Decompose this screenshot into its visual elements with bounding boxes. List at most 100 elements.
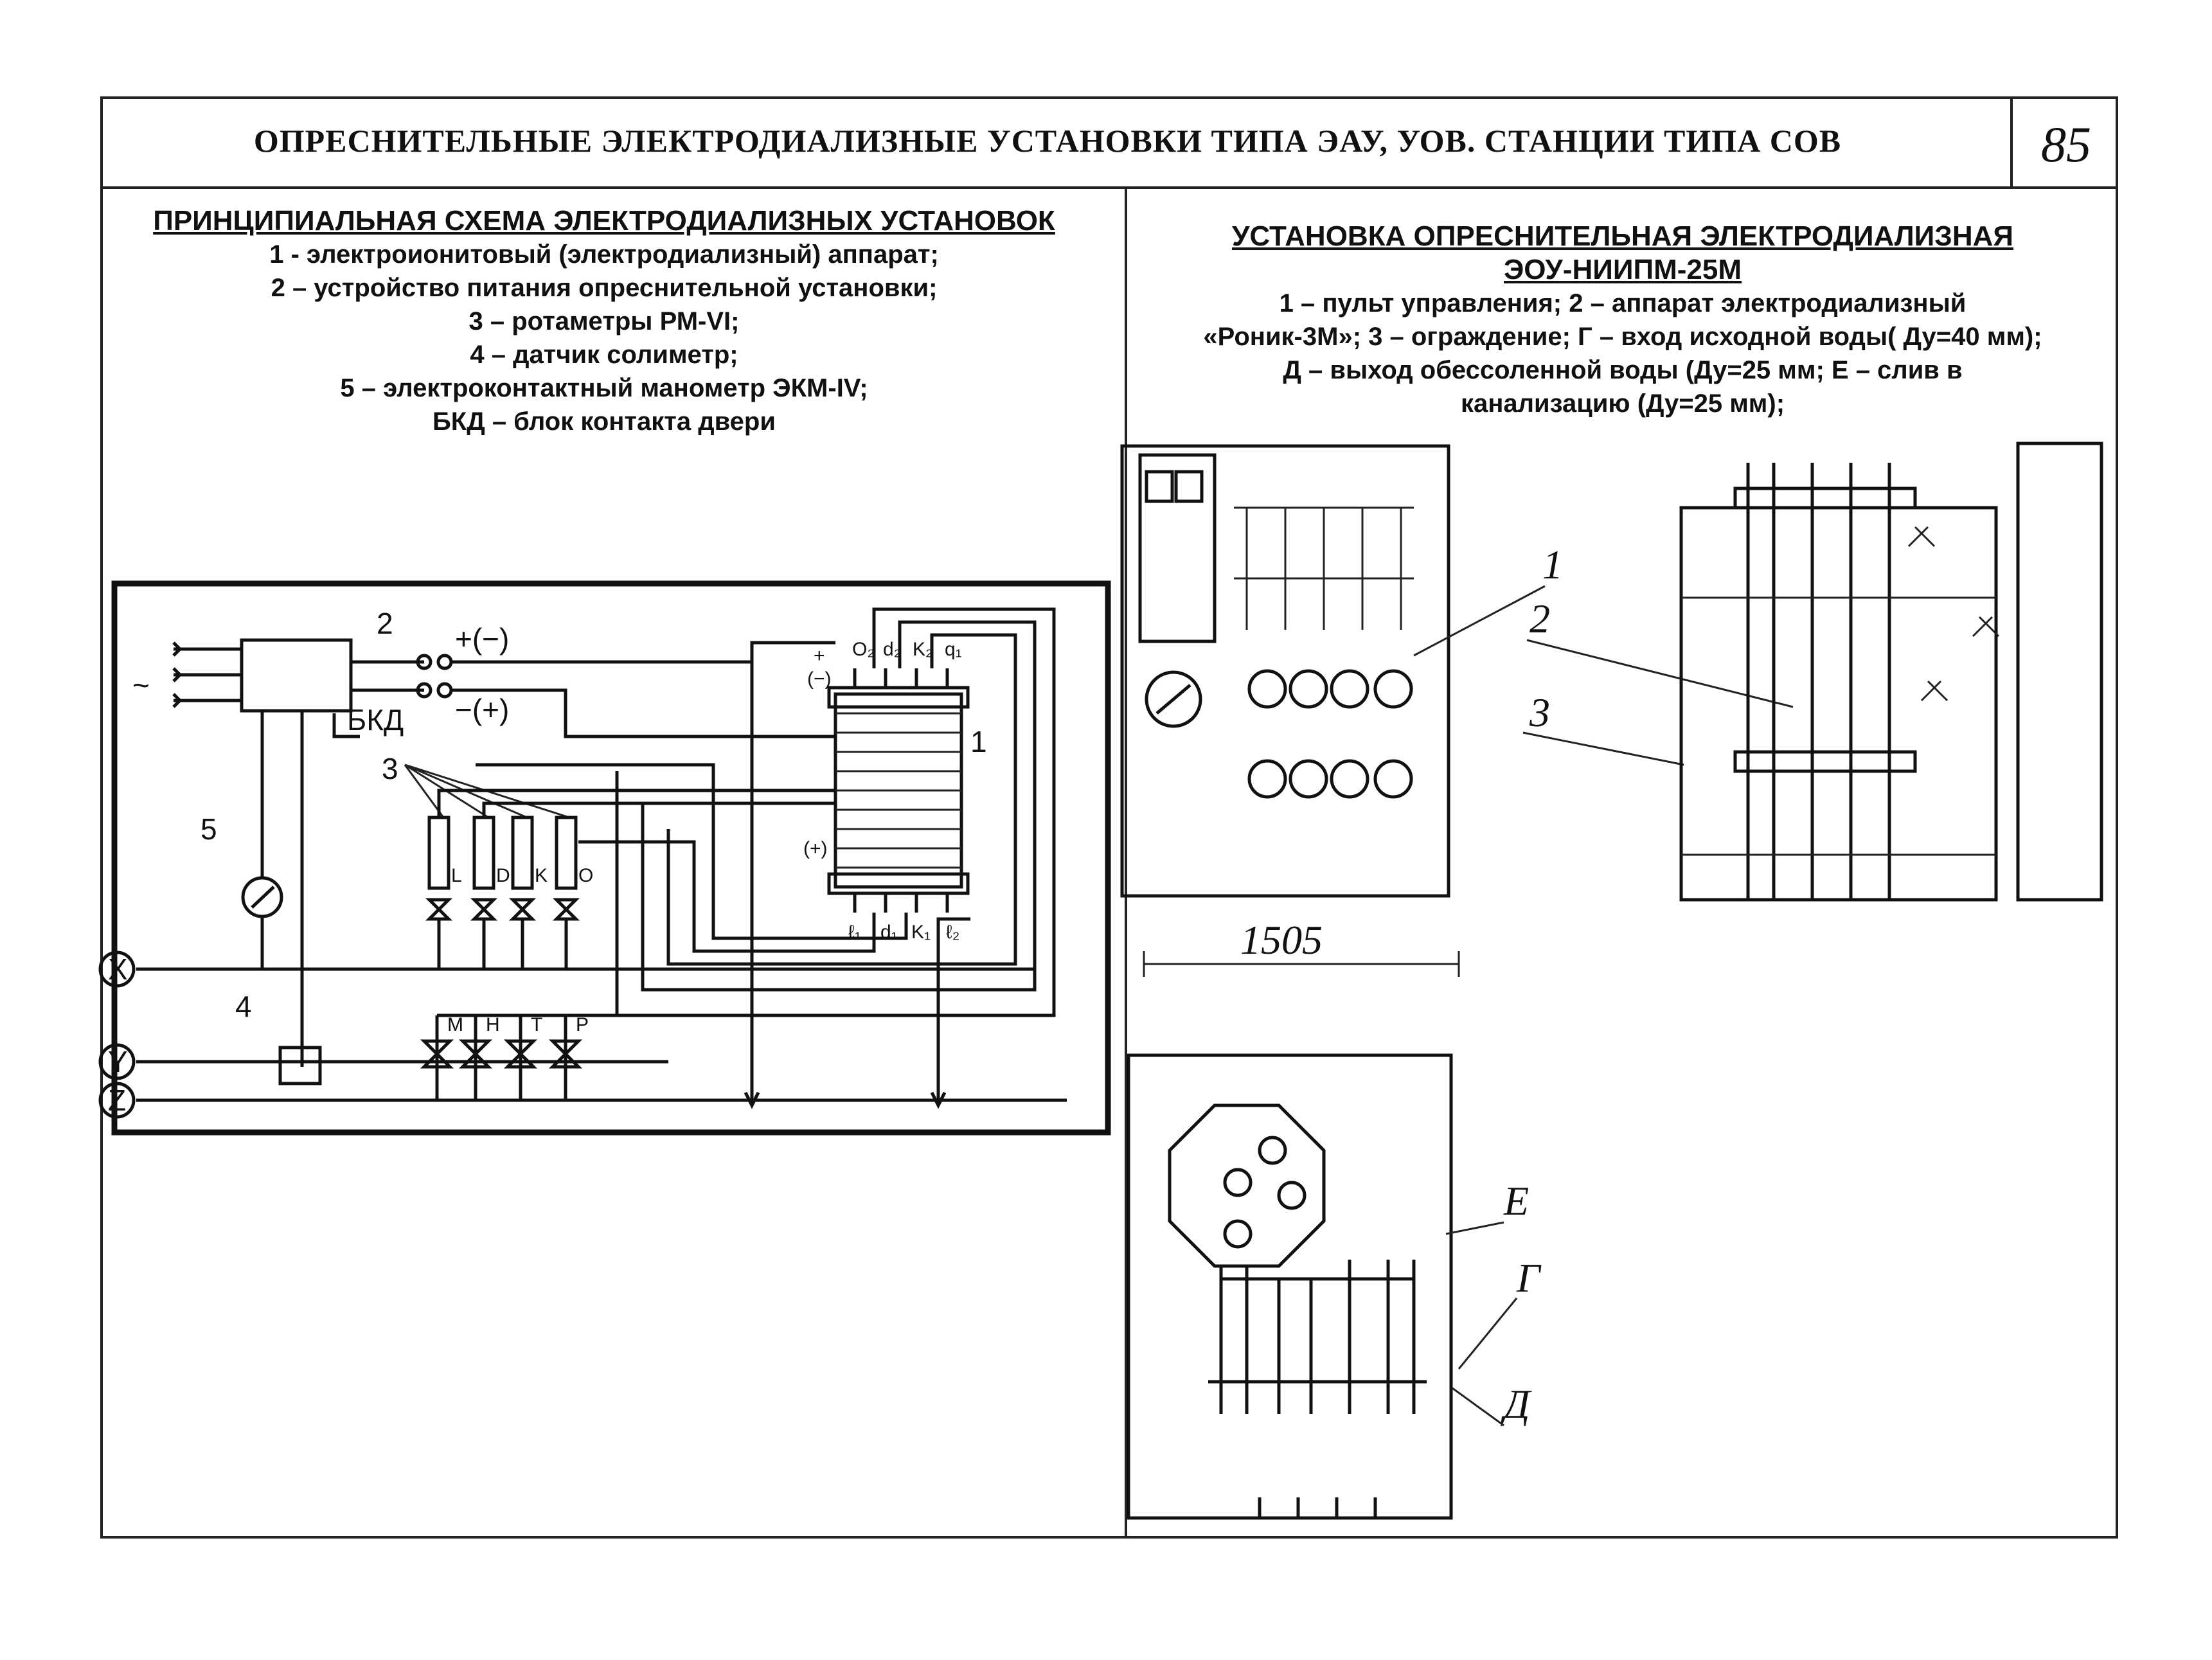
label-x: X bbox=[108, 952, 128, 986]
valve-pipes bbox=[435, 1013, 1003, 1100]
rotameter-l bbox=[427, 816, 450, 890]
gauge-icon bbox=[1373, 669, 1413, 709]
meter-icon bbox=[1174, 470, 1204, 503]
left-title: ПРИНЦИПИАЛЬНАЯ СХЕМА ЭЛЕКТРОДИАЛИЗНЫХ УС… bbox=[153, 205, 1055, 237]
left-caption: ПРИНЦИПИАЛЬНАЯ СХЕМА ЭЛЕКТРОДИАЛИЗНЫХ УС… bbox=[116, 204, 1093, 438]
pipe-loop-mid bbox=[641, 620, 1037, 992]
legend-item: 1 - электроионитовый (электродиализный) … bbox=[269, 240, 939, 269]
pipe-loop-outer bbox=[615, 607, 1056, 1017]
label-5: 5 bbox=[201, 812, 217, 846]
label-k1: K₁ bbox=[911, 922, 931, 943]
label-4: 4 bbox=[235, 990, 252, 1023]
power-unit-box bbox=[240, 638, 353, 713]
drain-arrows bbox=[744, 1091, 947, 1109]
enclosure-door bbox=[2016, 442, 2103, 902]
label-k2: K₂ bbox=[913, 639, 933, 660]
bottom-manifold bbox=[827, 872, 970, 895]
apparatus-plan-view: Е Г Д bbox=[1127, 1053, 1542, 1520]
legend-item: БКД – блок контакта двери bbox=[433, 407, 776, 436]
flange-plate bbox=[1168, 1103, 1326, 1268]
panel-upper-box bbox=[1138, 453, 1217, 643]
plan-manifolds bbox=[1208, 1277, 1427, 1384]
enclosure-rails bbox=[1681, 596, 1996, 856]
bolt bbox=[1223, 1168, 1253, 1197]
terminal bbox=[436, 654, 453, 670]
plan-pipes bbox=[1219, 1260, 1416, 1414]
schematic-border bbox=[111, 580, 1111, 1136]
label-k: K bbox=[535, 865, 548, 886]
gauge-icon bbox=[1330, 759, 1369, 799]
rotameter-k bbox=[511, 816, 534, 890]
legend-item: «Роник-3М»; 3 – ограждение; Г – вход исх… bbox=[1203, 323, 2042, 351]
label-l: L bbox=[451, 865, 462, 886]
meter-icon bbox=[1145, 470, 1174, 503]
power-inputs bbox=[174, 647, 242, 702]
pipe-return-1 bbox=[578, 840, 876, 953]
page-title: ОПРЕСНИТЕЛЬНЫЕ ЭЛЕКТРОДИАЛИЗНЫЕ УСТАНОВК… bbox=[253, 123, 1842, 159]
column-divider bbox=[1125, 186, 1127, 1539]
label-2: 2 bbox=[1530, 596, 1550, 641]
rotameter-d bbox=[472, 816, 495, 890]
label-l2: ℓ₂ bbox=[946, 922, 959, 943]
rotameter-feeds bbox=[437, 919, 568, 970]
label-d: D bbox=[496, 865, 510, 886]
terminal bbox=[416, 654, 433, 670]
label-n: H bbox=[486, 1014, 500, 1035]
label-y: Y bbox=[108, 1045, 128, 1078]
gauge-icon bbox=[1373, 759, 1413, 799]
enclosure-outline bbox=[1679, 506, 1998, 902]
pipe-return-2 bbox=[476, 763, 908, 940]
label-3: 3 bbox=[1529, 690, 1550, 735]
gauge-icon bbox=[1247, 759, 1287, 799]
label-3: 3 bbox=[382, 752, 398, 785]
label-minus-plus: −(+) bbox=[455, 693, 509, 726]
label-minus-paren: (−) bbox=[807, 668, 832, 690]
main-gauge-icon bbox=[1145, 670, 1202, 728]
mesh-marks bbox=[1907, 526, 2000, 702]
main-gauge-needle bbox=[1155, 684, 1191, 715]
plan-frame bbox=[1127, 1053, 1453, 1520]
pipe-loop-inner bbox=[666, 633, 1017, 966]
terminal bbox=[416, 682, 433, 699]
gauge-icon bbox=[1330, 669, 1369, 709]
port-x bbox=[98, 950, 136, 988]
label-1: 1 bbox=[1542, 542, 1563, 587]
gauge-icon bbox=[1289, 759, 1328, 799]
salinity-sensor bbox=[278, 1046, 322, 1085]
gauge-icon bbox=[1247, 669, 1287, 709]
gauge-icon bbox=[1289, 669, 1328, 709]
label-t: T bbox=[531, 1014, 542, 1035]
rotameter-valves bbox=[425, 898, 580, 921]
label-minus-plus-2: (+) bbox=[803, 838, 828, 859]
label-m: M bbox=[447, 1014, 463, 1035]
legend-item: Д – выход обессоленной воды (Ду=25 мм; Е… bbox=[1283, 356, 1963, 384]
label-2: 2 bbox=[377, 607, 393, 640]
header-lines-xyz bbox=[136, 967, 1067, 1102]
label-e: Е bbox=[1503, 1178, 1529, 1224]
apparatus-cells bbox=[835, 712, 961, 869]
label-o: O bbox=[578, 865, 593, 886]
stack-rods bbox=[1746, 463, 1891, 900]
stack-bottom-plate bbox=[1733, 750, 1917, 773]
label-o2: O₂ bbox=[852, 639, 875, 660]
dc-output-lines bbox=[351, 660, 424, 692]
page-number-box bbox=[2010, 96, 2118, 186]
drain-pipes bbox=[750, 641, 970, 1105]
manometer-needle bbox=[251, 886, 275, 909]
tilde-symbol: ~ bbox=[132, 668, 150, 702]
label-z: Z bbox=[108, 1084, 126, 1117]
apparatus-nozzles bbox=[853, 668, 949, 913]
legend-item: 1 – пульт управления; 2 – аппарат электр… bbox=[1279, 289, 1967, 317]
page-frame bbox=[100, 96, 2118, 1539]
right-caption: УСТАНОВКА ОПРЕСНИТЕЛЬНАЯ ЭЛЕКТРОДИАЛИЗНА… bbox=[1144, 220, 2101, 420]
bolt bbox=[1258, 1136, 1287, 1165]
bolt bbox=[1277, 1181, 1307, 1210]
legend-item: 4 – датчик солиметр; bbox=[470, 341, 738, 369]
input-terminals bbox=[172, 641, 183, 708]
dimension-line bbox=[1143, 951, 1460, 977]
label-plus: + bbox=[814, 645, 825, 666]
bottom-valves bbox=[420, 1039, 583, 1069]
dimension-1505: 1505 bbox=[1240, 917, 1323, 963]
stack-top-plate bbox=[1733, 486, 1917, 510]
